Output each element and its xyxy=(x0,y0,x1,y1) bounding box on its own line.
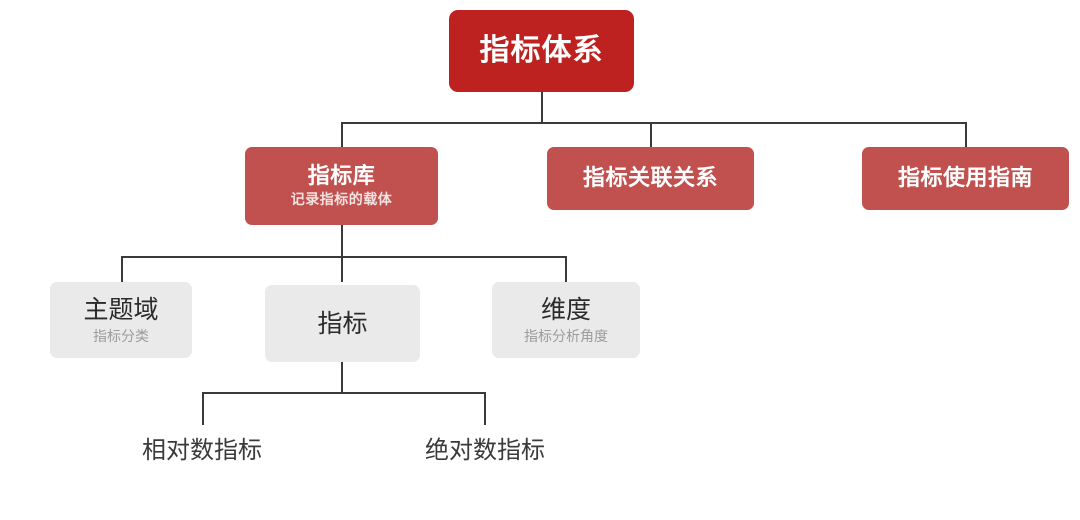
connector-level3-drop-2 xyxy=(341,256,343,282)
connector-root-stem xyxy=(541,92,543,124)
connector-level4-drop-2 xyxy=(484,392,486,425)
connector-indicator-library-stem xyxy=(341,225,343,258)
connector-level4-drop-1 xyxy=(202,392,204,425)
leaf-label: 绝对数指标 xyxy=(425,436,545,464)
node-subtitle: 指标分析角度 xyxy=(524,327,608,344)
node-title: 主题域 xyxy=(83,295,159,324)
node-title: 指标 xyxy=(317,309,368,338)
connector-indicator-stem xyxy=(341,362,343,394)
leaf-absolute-indicator[interactable]: 绝对数指标 xyxy=(395,428,575,466)
node-indicator-usage-guide[interactable]: 指标使用指南 xyxy=(862,147,1069,210)
connector-level3-bus xyxy=(121,256,567,258)
connector-level2-drop-2 xyxy=(650,122,652,147)
connector-level2-drop-1 xyxy=(341,122,343,147)
connector-level2-drop-3 xyxy=(965,122,967,147)
leaf-label: 相对数指标 xyxy=(142,436,262,464)
node-title: 指标使用指南 xyxy=(897,165,1033,191)
node-subtitle: 记录指标的载体 xyxy=(290,191,393,208)
node-subject-domain[interactable]: 主题域 指标分类 xyxy=(50,282,192,358)
node-dimension[interactable]: 维度 指标分析角度 xyxy=(492,282,640,358)
node-title: 指标关联关系 xyxy=(582,165,718,191)
connector-level4-bus xyxy=(202,392,486,394)
leaf-relative-indicator[interactable]: 相对数指标 xyxy=(112,428,292,466)
node-title: 维度 xyxy=(540,295,591,324)
node-subtitle: 指标分类 xyxy=(93,327,149,344)
node-indicator-library[interactable]: 指标库 记录指标的载体 xyxy=(245,147,438,225)
node-title: 指标体系 xyxy=(479,34,604,68)
connector-level3-drop-1 xyxy=(121,256,123,282)
connector-level3-drop-3 xyxy=(565,256,567,282)
node-title: 指标库 xyxy=(307,162,376,188)
node-indicator[interactable]: 指标 xyxy=(265,285,420,362)
node-indicator-relationship[interactable]: 指标关联关系 xyxy=(547,147,754,210)
node-root-indicator-system[interactable]: 指标体系 xyxy=(449,10,634,92)
connector-level2-bus xyxy=(341,122,967,124)
